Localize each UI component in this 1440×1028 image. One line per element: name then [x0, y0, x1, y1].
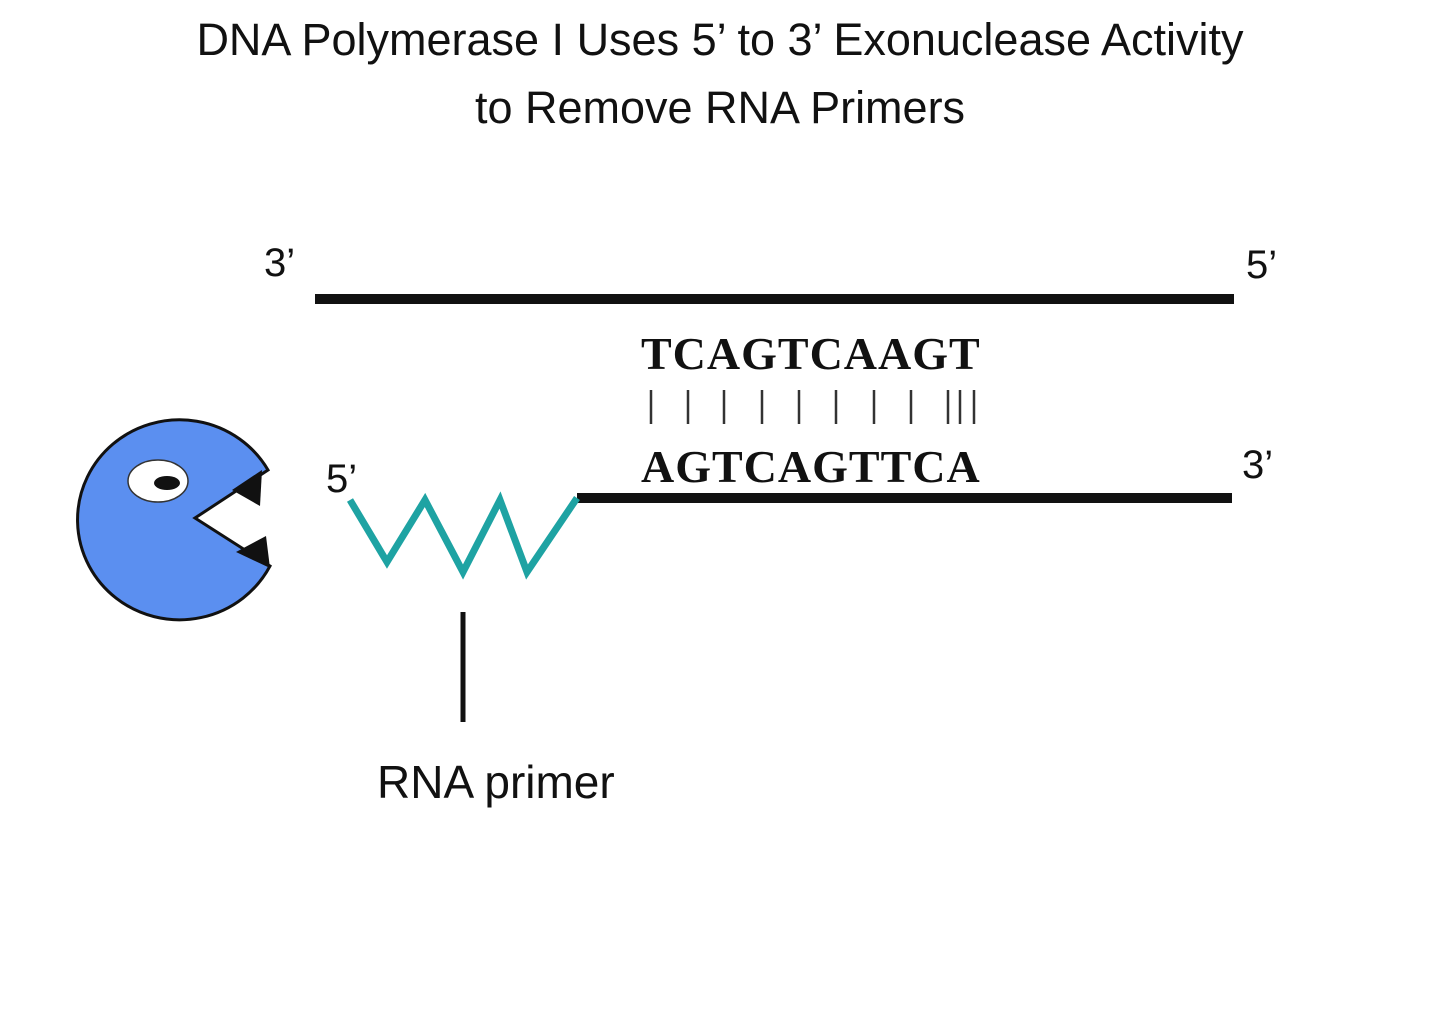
title-line-1: DNA Polymerase I Uses 5’ to 3’ Exonuclea… [196, 14, 1244, 65]
enzyme-lower-tooth [236, 536, 270, 568]
enzyme-pupil [154, 476, 180, 490]
enzyme-upper-tooth [232, 470, 262, 506]
template-sequence: TCAGTCAAGT [641, 328, 981, 379]
base-pair-ticks [649, 390, 976, 424]
title-line-2: to Remove RNA Primers [474, 82, 966, 133]
diagram-title: DNA Polymerase I Uses 5’ to 3’ Exonuclea… [0, 6, 1440, 142]
template-strand-3prime-label: 3’ [264, 241, 295, 285]
enzyme-body [76, 418, 272, 622]
template-strand-5prime-label: 5’ [1246, 243, 1277, 287]
new-strand-sequence: AGTCAGTTCA [641, 441, 981, 492]
rna-primer-zigzag [346, 491, 580, 580]
new-strand-5prime-label: 5’ [326, 457, 357, 501]
pacman-enzyme-icon [76, 418, 272, 622]
rna-primer-label: RNA primer [377, 756, 615, 808]
new-strand-3prime-label: 3’ [1242, 443, 1273, 487]
